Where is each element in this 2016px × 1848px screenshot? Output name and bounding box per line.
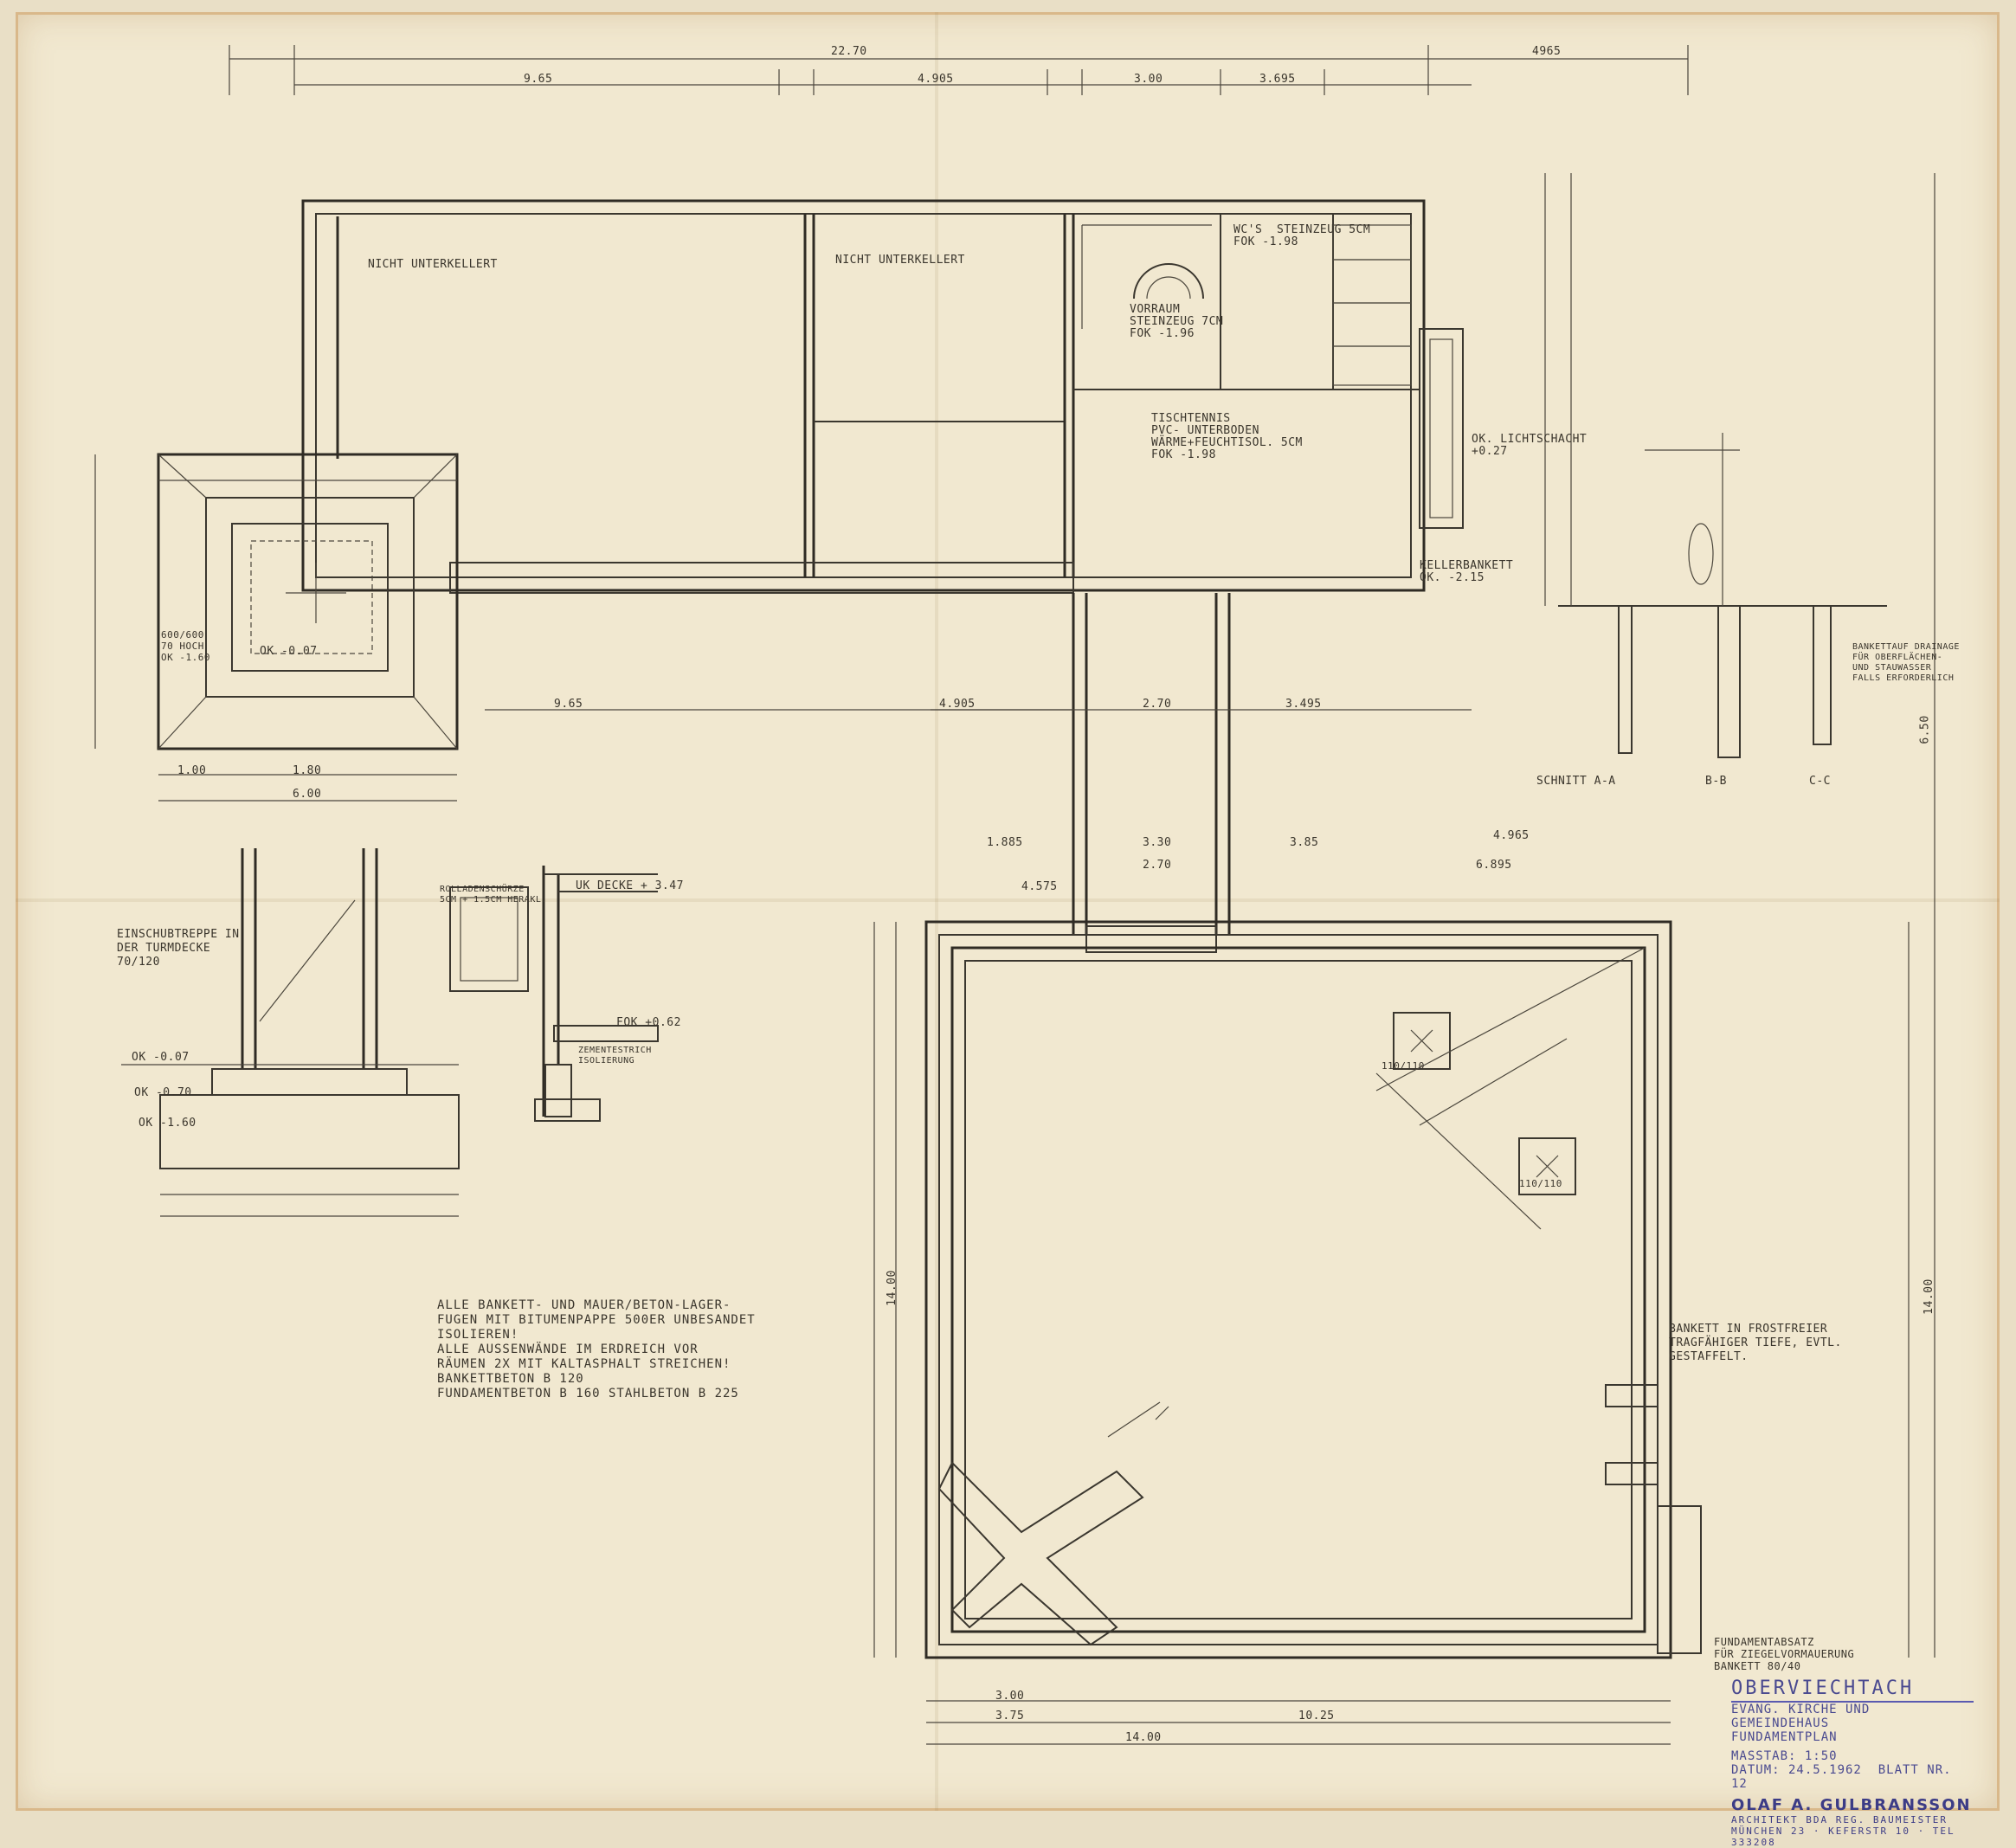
title-architect-sub: ARCHITEKT BDA REG. BAUMEISTER [1731, 1814, 1948, 1825]
dim-conn-e: 1.885 [987, 836, 1023, 849]
top-dimension-lines [229, 45, 1689, 95]
tower-foundation [157, 453, 459, 750]
level-ok-007: OK -0.07 [132, 1051, 190, 1064]
dim-top-right: 4965 [1532, 45, 1562, 58]
dim-top-c: 3.00 [1134, 73, 1163, 86]
label-drainage: BANKETTAUF DRAINAGE FÜR OBERFLÄCHEN- UND… [1852, 642, 1960, 683]
dim-tower-sub: 1.00 [177, 764, 207, 777]
title-date-sheet: DATUM: 24.5.1962 BLATT NR. 12 [1731, 1763, 1974, 1791]
title-address: MÜNCHEN 23 · KEFERSTR 10 · TEL 333208 [1731, 1825, 1955, 1848]
level-ok-070: OK -0.70 [134, 1086, 192, 1099]
section-cuts-right [1558, 433, 1887, 758]
dim-mid-a: 9.65 [554, 698, 583, 711]
dim-top-total: 22.70 [831, 45, 867, 58]
dim-top-b: 4.905 [918, 73, 954, 86]
wall-section-detail [449, 866, 659, 1122]
dim-church-width: 14.00 [1125, 1731, 1162, 1744]
dim-church-height: 14.00 [885, 1270, 899, 1306]
label-tower-note: 600/600 70 HOCH OK -1.60 [161, 629, 210, 663]
label-kellerbankett-ok: OK. -2.15 [1420, 571, 1485, 584]
general-notes: ALLE BANKETT- UND MAUER/BETON-LAGER- FUG… [437, 1298, 756, 1401]
dim-conn-g: 6.895 [1476, 859, 1512, 872]
label-not-basement-right: NICHT UNTERKELLERT [835, 254, 965, 267]
label-wc: WC'S STEINZEUG 5CM [1233, 223, 1371, 236]
label-tischtennis: TISCHTENNIS [1151, 412, 1231, 425]
label-einschubtreppe: EINSCHUBTREPPE IN DER TURMDECKE 70/120 [117, 928, 240, 969]
level-ok-160: OK -1.60 [138, 1117, 196, 1130]
dim-conn-f: 4.575 [1021, 880, 1058, 893]
title-architect: OLAF A. GULBRANSSON [1731, 1796, 1972, 1814]
label-tower-ok: OK -0.07 [260, 645, 318, 658]
label-lichtschacht: OK. LICHTSCHACHT [1472, 433, 1588, 446]
paper-fold [935, 12, 938, 1811]
label-kellerbankett: KELLERBANKETT [1420, 559, 1514, 572]
title-scale: MASSTAB: 1:50 [1731, 1749, 1838, 1763]
label-lichtschacht-val: +0.27 [1472, 445, 1508, 458]
label-wc-fok: FOK -1.98 [1233, 235, 1298, 248]
dim-right-total: 6.50 [1918, 715, 1932, 744]
label-schnitt-cc: C-C [1809, 775, 1831, 788]
label-vorraum: VORRAUM [1130, 303, 1181, 316]
label-fundamentabsatz: FUNDAMENTABSATZ FÜR ZIEGELVORMAUERUNG BA… [1714, 1636, 1855, 1672]
dim-conn-c: 2.70 [1143, 859, 1172, 872]
label-bankett-frost: BANKETT IN FROSTFREIER TRAGFÄHIGER TIEFE… [1669, 1323, 1842, 1363]
dim-church-c: 3.00 [995, 1690, 1025, 1703]
note-line: FUGEN MIT BITUMENPAPPE 500ER UNBESANDET [437, 1313, 756, 1327]
upper-building-walls [301, 199, 1464, 594]
label-rolladen: ROLLADENSCHÜRZE 5CM + 1.5CM HERAKL. [440, 885, 547, 905]
paper-fold [16, 898, 2000, 902]
dimension-chains-right [1544, 173, 1572, 606]
title-block: OBERVIECHTACH EVANG. KIRCHE UND GEMEINDE… [1731, 1677, 1974, 1848]
title-sheet: BLATT NR. 12 [1731, 1763, 1952, 1791]
church-foundation [924, 920, 1702, 1659]
dim-church-a: 10.25 [1298, 1710, 1335, 1722]
label-vorraum-floor: STEINZEUG 7CM [1130, 315, 1224, 328]
dim-tower-width: 6.00 [293, 788, 322, 801]
dim-mid-d: 3.495 [1285, 698, 1322, 711]
dim-mid-c: 2.70 [1143, 698, 1172, 711]
dim-right-14: 14.00 [1922, 1278, 1935, 1315]
tower-dimension-lines [94, 454, 457, 802]
label-tischtennis-iso: WÄRME+FEUCHTISOL. 5CM [1151, 436, 1303, 449]
dim-column-b: 110/110 [1519, 1178, 1562, 1189]
title-city: OBERVIECHTACH [1731, 1677, 1974, 1703]
dim-top-a: 9.65 [524, 73, 553, 86]
label-schnitt-bb: B-B [1705, 775, 1727, 788]
dim-mid-b: 4.905 [939, 698, 976, 711]
title-project-line1: EVANG. KIRCHE UND GEMEINDEHAUS [1731, 1703, 1871, 1730]
dim-church-b: 3.75 [995, 1710, 1025, 1722]
note-line: RÄUMEN 2X MIT KALTASPHALT STREICHEN! [437, 1357, 731, 1371]
dim-tower-inner: 1.80 [293, 764, 322, 777]
dim-conn-a: 3.30 [1143, 836, 1172, 849]
church-dimension-lines [873, 173, 1935, 1745]
tower-section-detail [121, 848, 460, 1217]
label-not-basement-left: NICHT UNTERKELLERT [368, 258, 498, 271]
dim-top-d: 3.695 [1259, 73, 1296, 86]
title-date: DATUM: 24.5.1962 [1731, 1763, 1862, 1777]
note-line: ISOLIEREN! [437, 1328, 519, 1342]
dim-conn-b: 3.85 [1290, 836, 1319, 849]
label-fok-062: FOK +0.62 [616, 1016, 681, 1029]
label-tischtennis-floor: PVC- UNTERBODEN [1151, 424, 1259, 437]
note-line: ALLE AUSSENWÄNDE IM ERDREICH VOR [437, 1343, 699, 1356]
note-line: BANKETTBETON B 120 [437, 1372, 584, 1386]
connector-walls [485, 593, 1472, 953]
label-zementestrich: ZEMENTESTRICH ISOLIERUNG [578, 1046, 652, 1066]
label-uk-decke: UK DECKE + 3.47 [576, 879, 684, 892]
label-vorraum-fok: FOK -1.96 [1130, 327, 1195, 340]
label-tischtennis-fok: FOK -1.98 [1151, 448, 1216, 461]
dim-conn-d: 4.965 [1493, 829, 1530, 842]
dim-column-a: 110/110 [1382, 1060, 1425, 1072]
note-line: FUNDAMENTBETON B 160 STAHLBETON B 225 [437, 1387, 739, 1400]
note-line: ALLE BANKETT- UND MAUER/BETON-LAGER- [437, 1298, 731, 1312]
label-schnitt-aa: SCHNITT A-A [1536, 775, 1616, 788]
title-project-line2: FUNDAMENTPLAN [1731, 1730, 1838, 1744]
